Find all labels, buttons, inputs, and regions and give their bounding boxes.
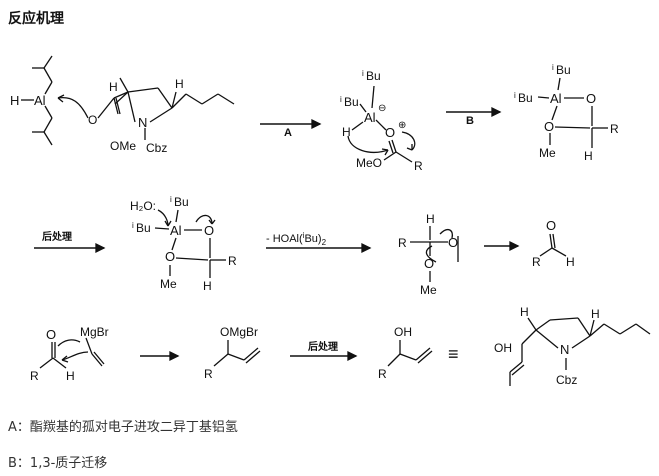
allylic-alcohol-structure: OH R xyxy=(378,325,433,381)
omgbr-group: OMgBr xyxy=(220,325,258,339)
al-negative-charge: ⊖ xyxy=(378,103,386,114)
svg-text:i: i xyxy=(132,221,134,230)
product-n-atom: N xyxy=(560,342,569,357)
svg-text:i: i xyxy=(552,63,554,72)
alkoxide-structure: OMgBr R xyxy=(204,325,261,381)
workup-arrow-1: 后处理 xyxy=(34,230,106,254)
svg-text:i: i xyxy=(362,69,364,78)
ring-o-left-3: O xyxy=(165,249,175,264)
al-atom-3: Al xyxy=(170,223,182,238)
r-group-7: R xyxy=(204,367,213,381)
arrow-a-label: A xyxy=(284,127,292,139)
r-group-4: R xyxy=(398,236,407,250)
acetal-h-1: H xyxy=(584,149,593,163)
ring-o-right: O xyxy=(586,91,596,106)
aldehyde-h: H xyxy=(566,255,575,269)
r-group-2: R xyxy=(610,122,619,136)
dibal-h-structure: H Al xyxy=(10,55,89,146)
aldehyde-o: O xyxy=(546,218,556,233)
svg-text:i: i xyxy=(340,95,342,104)
methoxy-o: O xyxy=(424,256,434,271)
me-group-4: Me xyxy=(420,283,437,297)
note-step-a: A：酯羰基的孤对电子进攻二异丁基铝氢 xyxy=(8,420,238,435)
ibu-group-left-3: Bu xyxy=(136,221,151,235)
hemiacetal-structure: H R O O Me xyxy=(398,212,459,297)
note-step-b: B：1,3-质子迁移 xyxy=(8,456,108,471)
product-stereo-h-left: H xyxy=(520,305,529,319)
equivalence-sign: ≡ xyxy=(448,344,459,364)
stereo-h-left: H xyxy=(109,80,118,94)
mgbr-group: MgBr xyxy=(80,325,109,339)
oh-group-1: OH xyxy=(394,325,412,339)
arrow-b-label: B xyxy=(466,115,474,127)
al-atom-2: Al xyxy=(550,91,562,106)
aldehyde-structure: O R H xyxy=(532,218,575,269)
cbz-group-1: Cbz xyxy=(146,141,167,155)
dibal-h-atom: H xyxy=(10,93,19,108)
hemiacetal-h-top: H xyxy=(426,212,435,226)
intermediate-1-structure: i Bu i Bu Al ⊖ H O ⊕ MeO R xyxy=(340,69,423,173)
workup-label-1: 后处理 xyxy=(42,230,72,243)
page-title: 反应机理 xyxy=(8,11,64,27)
ibu-group-top-3: Bu xyxy=(174,195,189,209)
meo-group: MeO xyxy=(356,156,382,170)
elimination-arrow: - HOAl(iBu)2 xyxy=(266,231,372,254)
acetal-h-3: H xyxy=(203,279,212,293)
arrow-a: A xyxy=(260,118,322,139)
ibu-group-top: Bu xyxy=(366,69,381,83)
ibu-group-left: Bu xyxy=(344,95,359,109)
carbonyl-o-atom: O xyxy=(88,113,97,127)
me-group-3: Me xyxy=(160,277,177,291)
final-product-structure: N H H OH Cbz xyxy=(494,305,651,387)
intermediate-2-structure: i Bu i Bu Al O O R H Me xyxy=(514,63,619,163)
proline-ester-structure: H H N O OMe Cbz xyxy=(88,77,235,155)
r-group-6: R xyxy=(30,369,39,383)
ome-group: OMe xyxy=(110,139,136,153)
me-group-1: Me xyxy=(539,146,556,160)
dibal-al-atom: Al xyxy=(34,93,46,108)
r-group-8: R xyxy=(378,367,387,381)
workup-label-2: 后处理 xyxy=(308,340,338,353)
arrow-b: B xyxy=(446,106,502,127)
attack-arrow xyxy=(57,96,89,119)
r-group-1: R xyxy=(414,159,423,173)
arrow-to-aldehyde xyxy=(484,240,520,252)
intermediate-3-structure: H₂O: i Bu i Bu Al O O R H Me xyxy=(130,195,237,293)
grignard-h: H xyxy=(66,369,75,383)
r-group-5: R xyxy=(532,255,541,269)
svg-text:i: i xyxy=(170,195,172,204)
ring-o-right-3: O xyxy=(204,223,214,238)
oxocarbenium-o: O xyxy=(385,125,395,140)
r-group-3: R xyxy=(228,254,237,268)
hemiacetal-o: O xyxy=(448,235,458,250)
cbz-group-2: Cbz xyxy=(556,373,577,387)
hydride-h-1: H xyxy=(342,125,351,139)
oh-group-2: OH xyxy=(494,341,512,355)
grignard-addition-structure: O R H MgBr xyxy=(30,325,109,383)
stereo-h-right: H xyxy=(175,77,184,91)
arrow-to-alkoxide xyxy=(140,350,180,362)
ibu-group-left-2: Bu xyxy=(518,91,533,105)
o-positive-charge: ⊕ xyxy=(398,120,406,131)
workup-arrow-2: 后处理 xyxy=(290,340,358,362)
al-atom-1: Al xyxy=(364,110,376,125)
ibu-group-top-2: Bu xyxy=(556,63,571,77)
water-molecule: H₂O: xyxy=(130,199,156,213)
product-stereo-h-right: H xyxy=(591,307,600,321)
elimination-label: - HOAl(iBu)2 xyxy=(266,231,327,247)
carbonyl-o-grignard: O xyxy=(46,327,56,342)
ring-n-atom: N xyxy=(138,115,147,130)
svg-text:i: i xyxy=(514,91,516,100)
ring-o-left: O xyxy=(544,119,554,134)
